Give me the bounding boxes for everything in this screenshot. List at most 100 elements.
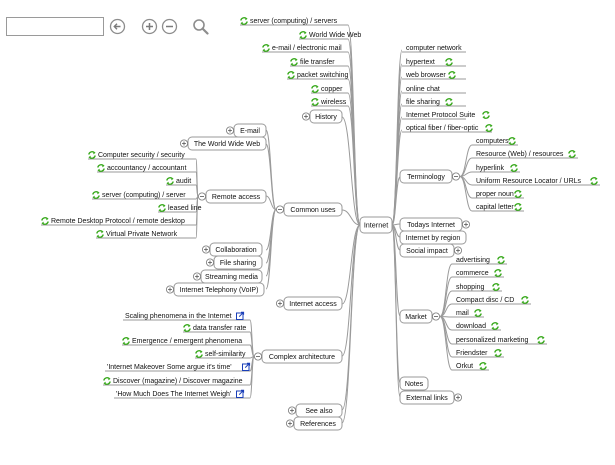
expand-toggle-icon[interactable]	[301, 112, 310, 121]
node-streaming-media-label: Streaming media	[205, 274, 258, 281]
expand-toggle-icon[interactable]	[453, 246, 462, 255]
node-notes-label: Notes	[405, 381, 424, 388]
refresh-icon[interactable]	[290, 58, 298, 66]
node-social-impact[interactable]: Social impact	[399, 243, 455, 258]
node-email[interactable]: E-mail	[233, 123, 267, 138]
refresh-icon[interactable]	[88, 151, 96, 159]
collapse-toggle-icon[interactable]	[451, 172, 460, 181]
refresh-icon[interactable]	[158, 204, 166, 212]
node-streaming-media[interactable]: Streaming media	[200, 269, 263, 284]
node-internet-by-region[interactable]: Internet by region	[399, 230, 467, 245]
refresh-icon[interactable]	[311, 98, 319, 106]
node-todays-internet[interactable]: Todays Internet	[399, 217, 463, 232]
expand-toggle-icon[interactable]	[201, 245, 210, 254]
market-item-4: mail	[456, 310, 469, 317]
node-notes[interactable]: Notes	[399, 376, 429, 391]
refresh-icon[interactable]	[479, 362, 487, 370]
node-collaboration[interactable]: Collaboration	[209, 242, 263, 257]
expand-toggle-icon[interactable]	[225, 126, 234, 135]
expand-toggle-icon[interactable]	[179, 139, 188, 148]
node-history[interactable]: History	[309, 109, 343, 124]
node-remote-access[interactable]: Remote access	[205, 189, 267, 204]
refresh-icon[interactable]	[590, 177, 598, 185]
refresh-icon[interactable]	[262, 44, 270, 52]
refresh-icon[interactable]	[97, 164, 105, 172]
market-item-0: advertising	[456, 257, 490, 264]
node-external-links[interactable]: External links	[399, 390, 455, 405]
external-link-icon[interactable]	[242, 362, 251, 371]
refresh-icon[interactable]	[537, 336, 545, 344]
collapse-toggle-icon[interactable]	[253, 352, 262, 361]
node-see-also[interactable]: See also	[295, 403, 343, 418]
node-complex-architecture[interactable]: Complex architecture	[261, 349, 343, 364]
refresh-icon[interactable]	[568, 150, 576, 158]
refresh-icon[interactable]	[448, 71, 456, 79]
node-internet-access[interactable]: Internet access	[283, 296, 343, 311]
leaf-tl-6: wireless	[320, 99, 347, 106]
connector-line	[265, 143, 277, 210]
leaf-tl-5: copper	[321, 86, 343, 93]
back-button[interactable]	[109, 18, 126, 35]
refresh-icon[interactable]	[96, 230, 104, 238]
refresh-icon[interactable]	[492, 283, 500, 291]
market-item-6: personalized marketing	[456, 337, 528, 344]
refresh-icon[interactable]	[494, 349, 502, 357]
remote-access-item-4: leased line	[168, 205, 202, 212]
refresh-icon[interactable]	[183, 324, 191, 332]
expand-toggle-icon[interactable]	[453, 393, 462, 402]
expand-toggle-icon[interactable]	[192, 272, 201, 281]
refresh-icon[interactable]	[287, 71, 295, 79]
leaf-5: Internet Protocol Suite	[406, 112, 475, 119]
node-market[interactable]: Market	[399, 309, 433, 324]
node-common-uses[interactable]: Common uses	[283, 202, 343, 217]
refresh-icon[interactable]	[514, 203, 522, 211]
refresh-icon[interactable]	[521, 296, 529, 304]
complex-item-0: Scaling phenomena in the Internet	[125, 313, 232, 320]
refresh-icon[interactable]	[166, 177, 174, 185]
refresh-icon[interactable]	[445, 58, 453, 66]
refresh-icon[interactable]	[92, 191, 100, 199]
refresh-icon[interactable]	[240, 17, 248, 25]
refresh-icon[interactable]	[299, 31, 307, 39]
expand-toggle-icon[interactable]	[287, 406, 296, 415]
refresh-icon[interactable]	[445, 98, 453, 106]
expand-toggle-icon[interactable]	[275, 299, 284, 308]
node-voip[interactable]: Internet Telephony (VoIP)	[173, 282, 265, 297]
external-link-icon[interactable]	[236, 389, 245, 398]
refresh-icon[interactable]	[494, 269, 502, 277]
remote-access-item-3: server (computing) / server	[102, 192, 186, 199]
refresh-icon[interactable]	[497, 256, 505, 264]
central-topic-node[interactable]: Internet	[359, 216, 393, 234]
search-input[interactable]	[6, 17, 104, 36]
refresh-icon[interactable]	[510, 164, 518, 172]
refresh-icon[interactable]	[311, 85, 319, 93]
refresh-icon[interactable]	[485, 124, 493, 132]
expand-toggle-icon[interactable]	[461, 220, 470, 229]
refresh-icon[interactable]	[474, 309, 482, 317]
collapse-toggle-icon[interactable]	[431, 312, 440, 321]
expand-toggle-icon[interactable]	[165, 285, 174, 294]
zoom-out-button[interactable]	[161, 18, 178, 35]
expand-toggle-icon[interactable]	[205, 258, 214, 267]
refresh-icon[interactable]	[41, 217, 49, 225]
node-www[interactable]: The World Wide Web	[187, 136, 267, 151]
refresh-icon[interactable]	[491, 322, 499, 330]
node-file-sharing[interactable]: File sharing	[213, 255, 263, 270]
node-references[interactable]: References	[293, 416, 343, 431]
refresh-icon[interactable]	[195, 350, 203, 358]
refresh-icon[interactable]	[103, 377, 111, 385]
node-terminology[interactable]: Terminology	[399, 169, 453, 184]
refresh-icon[interactable]	[508, 137, 516, 145]
central-topic-node-label: Internet	[364, 221, 388, 230]
refresh-icon[interactable]	[122, 337, 130, 345]
external-link-icon[interactable]	[236, 311, 245, 320]
connector-line	[249, 356, 255, 399]
collapse-toggle-icon[interactable]	[275, 205, 284, 214]
expand-toggle-icon[interactable]	[285, 419, 294, 428]
zoom-in-button[interactable]	[141, 18, 158, 35]
refresh-icon[interactable]	[482, 111, 490, 119]
search-button[interactable]	[192, 18, 209, 35]
refresh-icon[interactable]	[514, 190, 522, 198]
collapse-toggle-icon[interactable]	[197, 192, 206, 201]
leaf-tl-1: World Wide Web	[309, 32, 361, 39]
